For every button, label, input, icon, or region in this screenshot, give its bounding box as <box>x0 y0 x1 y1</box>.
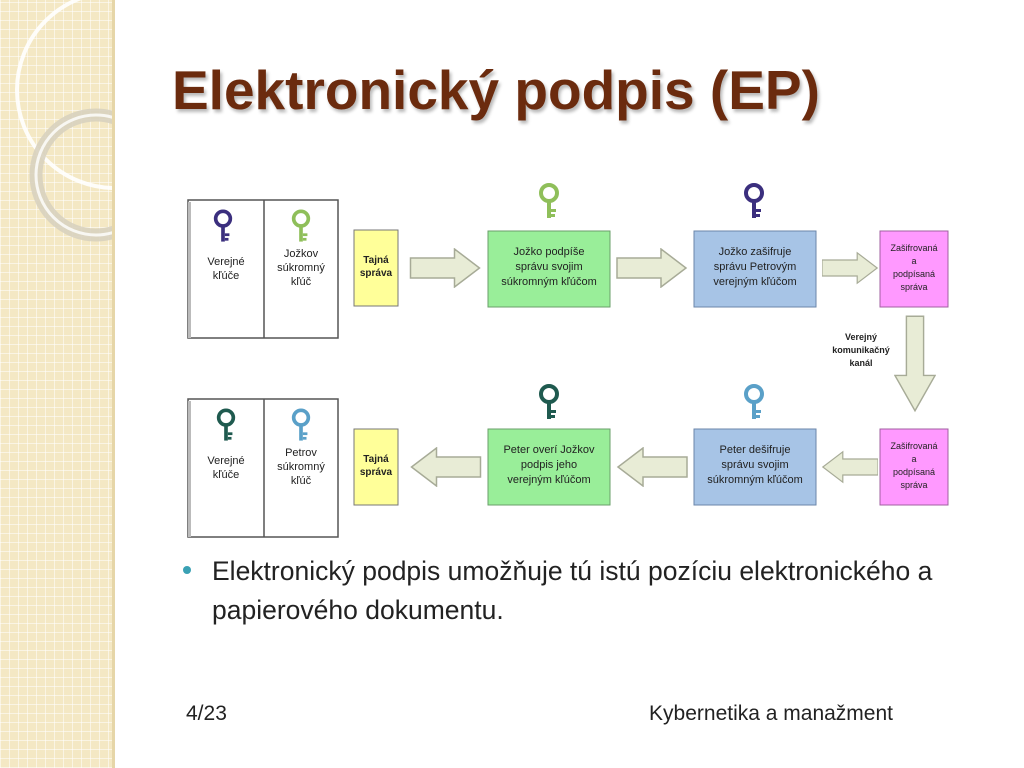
top-key-book: Verejné kľúče Jožkov súkromný kľúč <box>187 199 339 339</box>
decryption-key-icon <box>746 386 762 419</box>
private-key-label: kľúč <box>291 475 312 487</box>
svg-text:komunikačný: komunikačný <box>832 345 890 355</box>
public-keys-label: kľúče <box>213 270 239 282</box>
signing-key-icon <box>541 185 557 218</box>
private-key-label: Petrov <box>285 447 317 459</box>
svg-text:podpísaná: podpísaná <box>893 467 935 477</box>
private-key-label: kľúč <box>291 276 312 288</box>
private-key-label: Jožkov <box>284 248 319 260</box>
svg-text:Verejný: Verejný <box>845 332 877 342</box>
private-key-label: súkromný <box>277 262 325 274</box>
flow-arrow-left <box>617 447 688 487</box>
footer-course-name: Kybernetika a manažment <box>649 702 893 725</box>
svg-text:Tajná: Tajná <box>363 255 389 266</box>
svg-text:a: a <box>911 454 916 464</box>
svg-text:podpis jeho: podpis jeho <box>521 459 577 471</box>
decorative-circles <box>15 0 112 242</box>
svg-text:Peter dešifruje: Peter dešifruje <box>720 444 791 456</box>
flow-arrow-right <box>822 252 878 284</box>
svg-text:verejným kľúčom: verejným kľúčom <box>507 474 590 486</box>
flow-arrow-left <box>410 447 482 487</box>
encrypted-signed-message-box: Zašifrovaná a podpísaná správa <box>879 230 949 308</box>
svg-text:Jožko zašifruje: Jožko zašifruje <box>719 246 792 258</box>
public-keys-label: kľúče <box>213 469 239 481</box>
slide-title: Elektronický podpis (EP) <box>172 59 820 121</box>
svg-text:verejným kľúčom: verejným kľúčom <box>713 276 796 288</box>
flow-arrow-right <box>409 248 481 288</box>
svg-text:Tajná: Tajná <box>363 454 389 465</box>
svg-text:podpísaná: podpísaná <box>893 269 935 279</box>
signature-flow-diagram: Verejné kľúče Jožkov súkromný kľúč Tajná… <box>186 175 956 540</box>
svg-text:súkromným kľúčom: súkromným kľúčom <box>501 276 597 288</box>
bullet-text: Elektronický podpis umožňuje tú istú poz… <box>212 556 933 625</box>
public-keys-label: Verejné <box>207 455 244 467</box>
svg-text:správa: správa <box>900 480 927 490</box>
encryption-key-icon <box>746 185 762 218</box>
received-message-box: Zašifrovaná a podpísaná správa <box>879 428 949 506</box>
private-key-label: súkromný <box>277 461 325 473</box>
svg-text:Zašifrovaná: Zašifrovaná <box>890 441 937 451</box>
secret-message-box: Tajná správa <box>353 229 399 307</box>
flow-arrow-down <box>894 315 936 412</box>
svg-text:súkromným kľúčom: súkromným kľúčom <box>707 474 803 486</box>
flow-arrow-right <box>616 248 687 288</box>
svg-text:správu svojim: správu svojim <box>721 459 788 471</box>
bullet-point: Elektronický podpis umožňuje tú istú poz… <box>183 552 943 630</box>
svg-text:a: a <box>911 256 916 266</box>
secret-message-box: Tajná správa <box>353 428 399 506</box>
svg-text:správa: správa <box>900 282 927 292</box>
decrypt-step-box: Peter dešifruje správu svojim súkromným … <box>693 428 817 506</box>
bullet-dot-icon <box>183 566 191 574</box>
flow-arrow-left <box>822 451 878 483</box>
svg-text:správa: správa <box>360 467 393 478</box>
svg-text:správa: správa <box>360 268 393 279</box>
svg-text:správu Petrovým: správu Petrovým <box>714 261 797 273</box>
svg-text:kanál: kanál <box>849 358 872 368</box>
slide-number: 4/23 <box>186 702 227 725</box>
public-channel-label: Verejný komunikačný kanál <box>832 332 890 368</box>
svg-text:Jožko podpíše: Jožko podpíše <box>514 246 585 258</box>
svg-text:Peter overí Jožkov: Peter overí Jožkov <box>503 444 595 456</box>
sign-step-box: Jožko podpíše správu svojim súkromným kľ… <box>487 230 611 308</box>
svg-text:správu svojim: správu svojim <box>515 261 582 273</box>
sidebar-border <box>112 0 115 768</box>
verify-step-box: Peter overí Jožkov podpis jeho verejným … <box>487 428 611 506</box>
public-keys-label: Verejné <box>207 256 244 268</box>
bottom-key-book: Verejné kľúče Petrov súkromný kľúč <box>187 398 339 538</box>
verification-key-icon <box>541 386 557 419</box>
encrypt-step-box: Jožko zašifruje správu Petrovým verejným… <box>693 230 817 308</box>
decorative-sidebar <box>0 0 112 768</box>
svg-text:Zašifrovaná: Zašifrovaná <box>890 243 937 253</box>
